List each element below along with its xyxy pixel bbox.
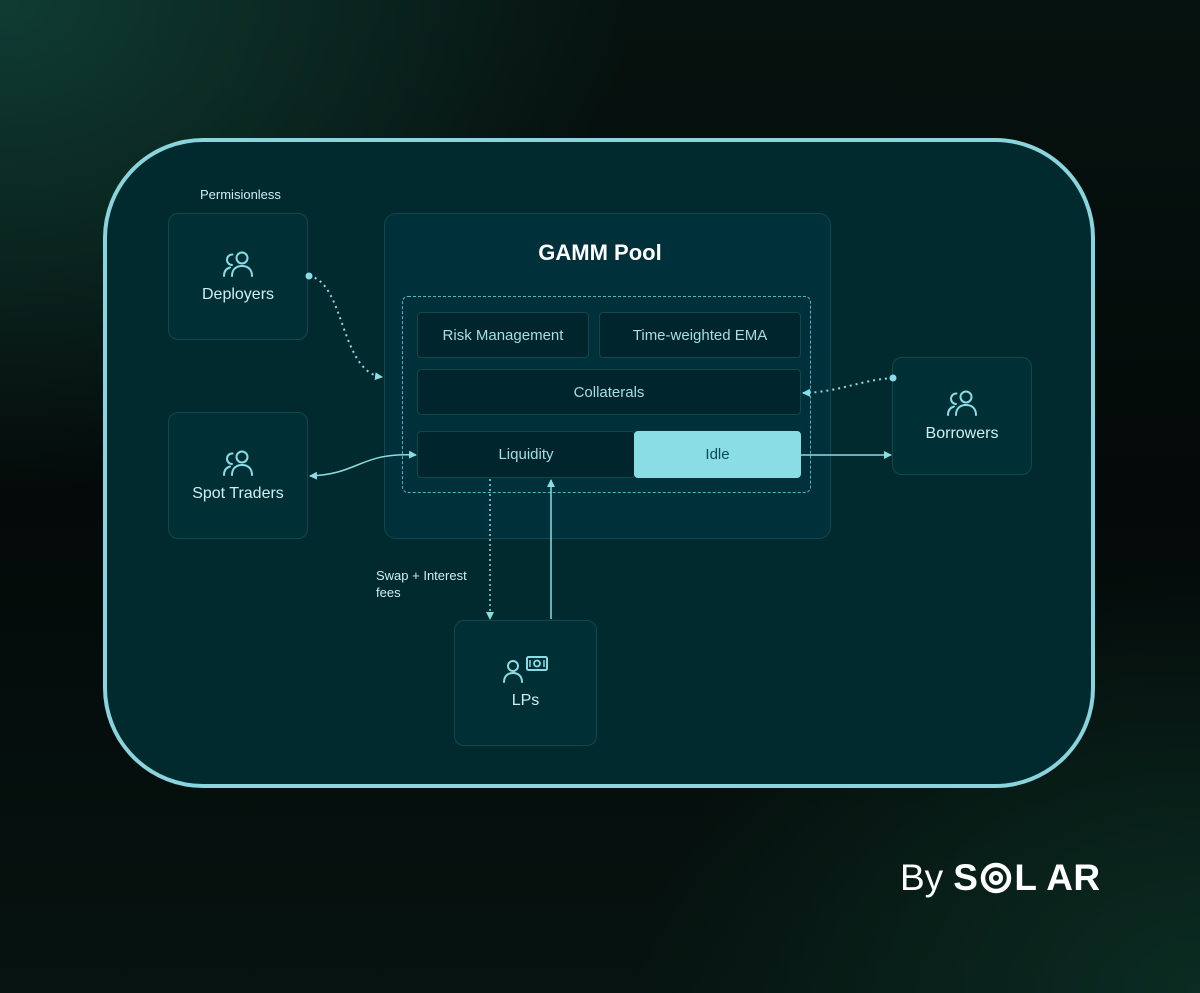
brand-name-part1: S: [953, 857, 979, 898]
node-spot-traders: Spot Traders: [168, 412, 308, 539]
brand-name: S L AR: [953, 857, 1100, 899]
risk-management-cell: Risk Management: [417, 312, 589, 358]
node-borrowers: Borrowers: [892, 357, 1032, 475]
idle-cell: Idle: [634, 431, 801, 478]
edge-borrowers-to-collaterals: [802, 374, 897, 397]
users-icon: [944, 389, 980, 417]
fees-label: Swap + Interest fees: [376, 568, 467, 600]
pool-inner-boundary: [402, 296, 811, 493]
node-lps: LPs: [454, 620, 597, 746]
target-icon: [980, 862, 1012, 894]
spot-traders-label: Spot Traders: [192, 484, 284, 502]
lps-label: LPs: [511, 692, 540, 709]
borrowers-label: Borrowers: [925, 425, 999, 442]
brand-name-part2: L AR: [1014, 857, 1101, 898]
permissionless-label: Permisionless: [200, 187, 281, 202]
node-deployers: Deployers: [168, 213, 308, 340]
pool-title: GAMM Pool: [538, 240, 662, 265]
edge-deployers-to-pool: [305, 272, 383, 381]
users-icon: [220, 449, 256, 477]
deployers-label: Deployers: [201, 285, 275, 303]
collaterals-cell: Collaterals: [417, 369, 801, 415]
edge-spot-traders-liquidity: [309, 450, 417, 480]
users-icon: [220, 250, 256, 278]
brand-by: By: [900, 857, 944, 898]
liquidity-cell: Liquidity: [417, 431, 635, 478]
twema-cell: Time-weighted EMA: [599, 312, 801, 358]
brand-logo: By S L AR: [900, 852, 1101, 904]
user-money-icon: [501, 656, 551, 684]
